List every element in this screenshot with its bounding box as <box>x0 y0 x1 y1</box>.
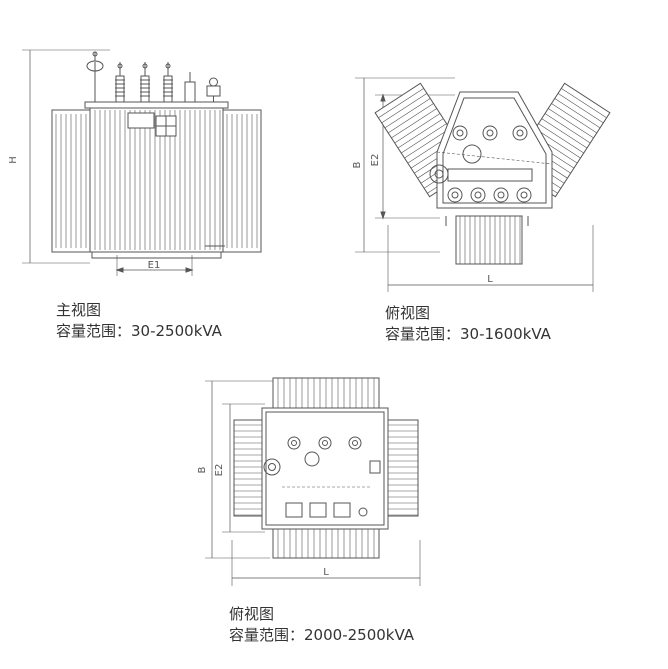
front-view-range-value: 30-2500kVA <box>131 322 222 340</box>
front-view-caption: 主视图 容量范围：30-2500kVA <box>56 300 222 342</box>
top-large-l-label: L <box>323 567 329 578</box>
front-view-drawing <box>22 49 262 276</box>
top-large-b-label: B <box>197 466 208 473</box>
top-view-small-drawing <box>355 77 611 292</box>
front-view-range-label: 容量范围： <box>56 322 132 340</box>
top-view-large-drawing <box>205 377 421 586</box>
top-view-small-range: 容量范围：30-1600kVA <box>385 324 551 345</box>
top-small-l-label: L <box>487 274 493 285</box>
top-view-small-range-value: 30-1600kVA <box>460 325 551 343</box>
top-large-e2-label: E2 <box>214 464 225 477</box>
front-e1-label: E1 <box>148 260 161 271</box>
top-small-b-label: B <box>352 161 363 168</box>
top-view-large-caption: 俯视图 容量范围：2000-2500kVA <box>229 604 414 646</box>
top-view-small-caption: 俯视图 容量范围：30-1600kVA <box>385 303 551 345</box>
top-small-e2-label: E2 <box>370 154 381 167</box>
top-view-small-title: 俯视图 <box>385 304 431 322</box>
top-view-small-range-label: 容量范围： <box>385 325 461 343</box>
front-view-title: 主视图 <box>56 301 102 319</box>
front-height-label: H <box>8 156 19 164</box>
top-view-large-range-value: 2000-2500kVA <box>304 626 415 644</box>
top-view-large-title: 俯视图 <box>229 605 275 623</box>
front-view-range: 容量范围：30-2500kVA <box>56 321 222 342</box>
top-view-large-range: 容量范围：2000-2500kVA <box>229 625 414 646</box>
top-view-large-range-label: 容量范围： <box>229 626 305 644</box>
